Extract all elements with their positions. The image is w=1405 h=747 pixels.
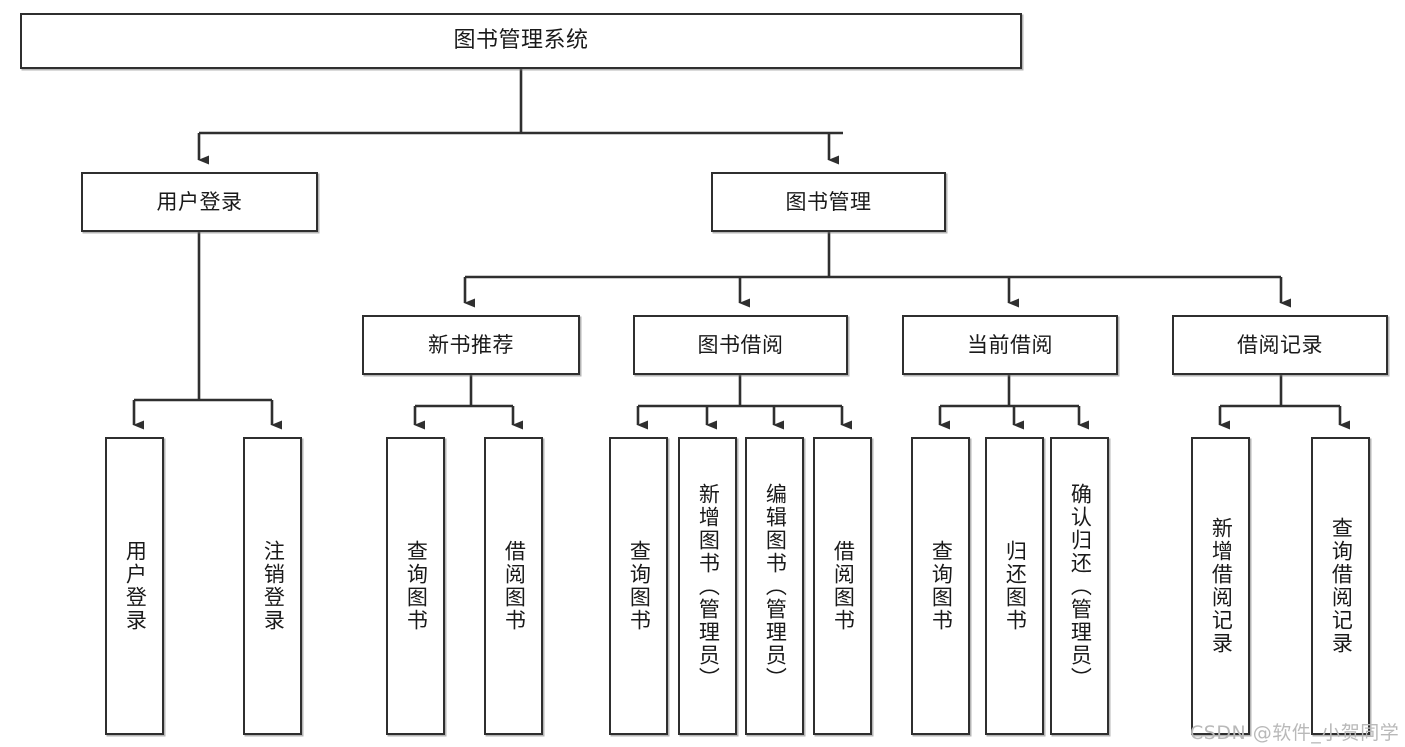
node-label: 注销登录: [261, 540, 286, 632]
leaf-borrow-book[interactable]: 借阅图书: [813, 437, 872, 735]
node-label: 图书借阅: [697, 332, 784, 357]
node-label: 查询图书: [929, 540, 954, 632]
node-current-borrow[interactable]: 当前借阅: [902, 315, 1118, 375]
node-root-system[interactable]: 图书管理系统: [20, 13, 1022, 69]
leaf-add-borrow-record[interactable]: 新增借阅记录: [1191, 437, 1250, 735]
node-label: 用户登录: [156, 189, 243, 214]
node-label: 查询图书: [627, 540, 652, 632]
node-label: 编辑图书（管理员）: [763, 482, 788, 690]
node-label: 借阅记录: [1237, 332, 1323, 357]
leaf-borrow-book-recommend[interactable]: 借阅图书: [484, 437, 543, 735]
node-label: 借阅图书: [502, 540, 527, 632]
leaf-edit-book-admin[interactable]: 编辑图书（管理员）: [745, 437, 804, 735]
leaf-confirm-return-admin[interactable]: 确认归还（管理员）: [1050, 437, 1109, 735]
leaf-return-book[interactable]: 归还图书: [985, 437, 1044, 735]
node-label: 图书管理系统: [453, 28, 589, 54]
node-label: 当前借阅: [967, 332, 1053, 357]
node-label: 用户登录: [123, 540, 148, 632]
node-book-manage[interactable]: 图书管理: [711, 172, 946, 232]
node-label: 查询借阅记录: [1329, 517, 1354, 655]
leaf-user-login[interactable]: 用户登录: [105, 437, 164, 735]
leaf-query-book-borrow[interactable]: 查询图书: [609, 437, 668, 735]
node-label: 确认归还（管理员）: [1068, 482, 1093, 690]
leaf-query-book-current[interactable]: 查询图书: [911, 437, 970, 735]
node-label: 借阅图书: [831, 540, 856, 632]
leaf-logout[interactable]: 注销登录: [243, 437, 302, 735]
node-user-login[interactable]: 用户登录: [81, 172, 318, 232]
node-new-book-recommend[interactable]: 新书推荐: [362, 315, 580, 375]
node-label: 归还图书: [1003, 540, 1028, 632]
csdn-watermark: CSDN @软件_小贺同学: [1190, 722, 1400, 744]
node-borrow-record[interactable]: 借阅记录: [1172, 315, 1388, 375]
node-label: 新增图书（管理员）: [696, 482, 721, 690]
node-book-borrow[interactable]: 图书借阅: [633, 315, 848, 375]
leaf-query-book-recommend[interactable]: 查询图书: [386, 437, 445, 735]
node-label: 新书推荐: [428, 332, 514, 357]
leaf-query-borrow-record[interactable]: 查询借阅记录: [1311, 437, 1370, 735]
node-label: 新增借阅记录: [1209, 517, 1234, 655]
leaf-add-book-admin[interactable]: 新增图书（管理员）: [678, 437, 737, 735]
node-label: 查询图书: [404, 540, 429, 632]
node-label: 图书管理: [785, 189, 872, 214]
